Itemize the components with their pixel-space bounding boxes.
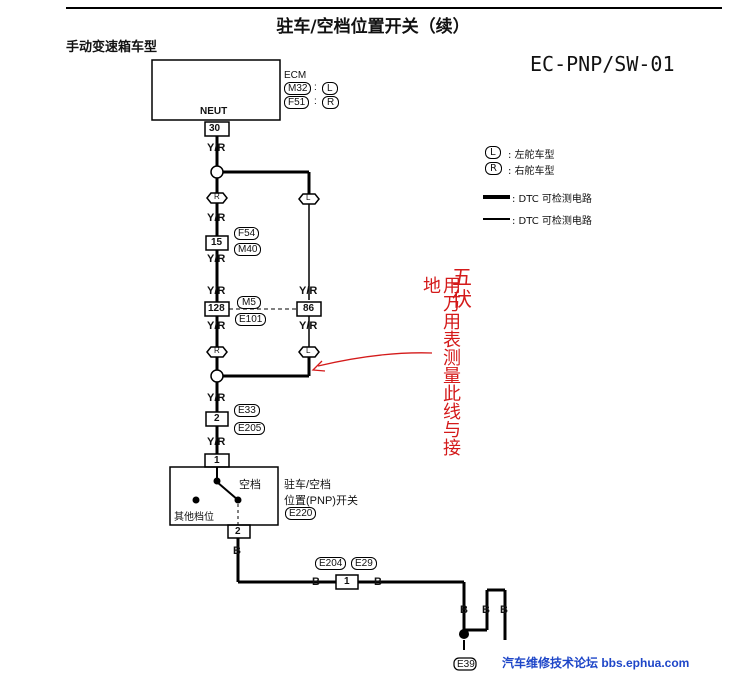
ecm-conn-m32: M32 [284, 82, 312, 95]
legend-l-tag: L [485, 146, 501, 159]
switch-arm [216, 481, 239, 501]
diagram-code: EC-PNP/SW-01 [530, 52, 675, 76]
variant-subtitle: 手动变速箱车型 [66, 40, 158, 55]
red-annotation-extra: 五伏 [452, 265, 472, 311]
conn-1-label: 1 [344, 576, 350, 587]
r-tag-bottom-text: R [214, 346, 220, 355]
red-arrow-head [311, 360, 326, 372]
conn-e29-badge: E29 [351, 557, 377, 570]
switch-term-2-label: 2 [235, 526, 241, 537]
conn-f54-badge: F54 [234, 227, 260, 240]
wire-label-b-1: B [233, 545, 241, 557]
legend-lhd-text: : 左舵车型 [508, 150, 555, 161]
switch-term-1-label: 1 [214, 455, 220, 466]
switch-pivot [234, 496, 242, 504]
ecm-tag-l: L [322, 82, 338, 95]
legend-thin-text: : DTC 可检测电路 [512, 216, 592, 227]
wire-label-yr-8: Y/R [207, 392, 226, 404]
colon: : [314, 96, 317, 107]
splice-top [210, 165, 224, 179]
ecm-tag-r: R [322, 96, 340, 109]
conn-e33-badge: E33 [234, 404, 260, 417]
conn-m5-badge: M5 [237, 296, 261, 309]
wire-label-yr-1: Y/R [207, 142, 226, 154]
l-tag-bottom [298, 346, 320, 358]
page-title: 驻车/空档位置开关（续） [276, 17, 470, 37]
r-tag-bottom [206, 346, 228, 358]
wire-label-yr-5: Y/R [299, 285, 318, 297]
l-tag-bottom-text: L [306, 346, 311, 355]
legend-r-tag: R [485, 162, 502, 175]
splice-bottom [210, 369, 224, 383]
conn-15-label: 15 [211, 237, 223, 248]
switch-conn-e220: E220 [285, 507, 317, 520]
switch-neutral-label: 空档 [239, 479, 261, 491]
wire-label-yr-2: Y/R [207, 212, 226, 224]
switch-contact-other [192, 496, 200, 504]
conn-2-label: 2 [214, 413, 220, 424]
ecm-terminal-30: 30 [209, 123, 221, 134]
ecm-conn-f51: F51 [284, 96, 310, 109]
ecm-label: ECM [284, 70, 307, 81]
wire-label-b-4: B [460, 604, 468, 616]
red-annotation-text: 用万用表测量此线与接地 [420, 276, 461, 456]
conn-128-label: 128 [208, 303, 225, 314]
switch-others-label: 其他档位 [174, 512, 214, 523]
l-tag-top-text: L [306, 193, 311, 202]
conn-86-label: 86 [303, 303, 315, 314]
site-watermark: 汽车维修技术论坛 bbs.ephua.com [502, 656, 690, 670]
colon: : [314, 82, 317, 93]
wire-label-yr-6: Y/R [207, 320, 226, 332]
ground-e39-label: E39 [457, 659, 475, 670]
conn-e204-badge: E204 [315, 557, 347, 570]
wire-label-yr-7: Y/R [299, 320, 318, 332]
e39-badge [453, 657, 477, 671]
legend-thick-text: : DTC 可检测电路 [512, 194, 592, 205]
switch-name-line1: 驻车/空档 [284, 479, 332, 491]
wire-label-b-2: B [312, 576, 320, 588]
conn-e101-badge: E101 [235, 313, 267, 326]
ecm-neut-label: NEUT [200, 106, 228, 117]
l-tag-top [298, 193, 320, 205]
switch-name-line2: 位置(PNP)开关 [284, 495, 358, 507]
conn-e205-badge: E205 [234, 422, 266, 435]
red-arrow-line [317, 352, 433, 367]
wire-label-yr-9: Y/R [207, 436, 226, 448]
wire-label-yr-4: Y/R [207, 285, 226, 297]
r-tag-top [206, 192, 228, 204]
wire-label-b-6: B [500, 604, 508, 616]
wire-label-b-3: B [374, 576, 382, 588]
legend-rhd-text: : 右舵车型 [508, 166, 555, 177]
wire-label-yr-3: Y/R [207, 253, 226, 265]
conn-m40-badge: M40 [234, 243, 262, 256]
ecm-box [151, 59, 281, 121]
r-tag-top-text: R [214, 192, 220, 201]
wire-label-b-5: B [482, 604, 490, 616]
